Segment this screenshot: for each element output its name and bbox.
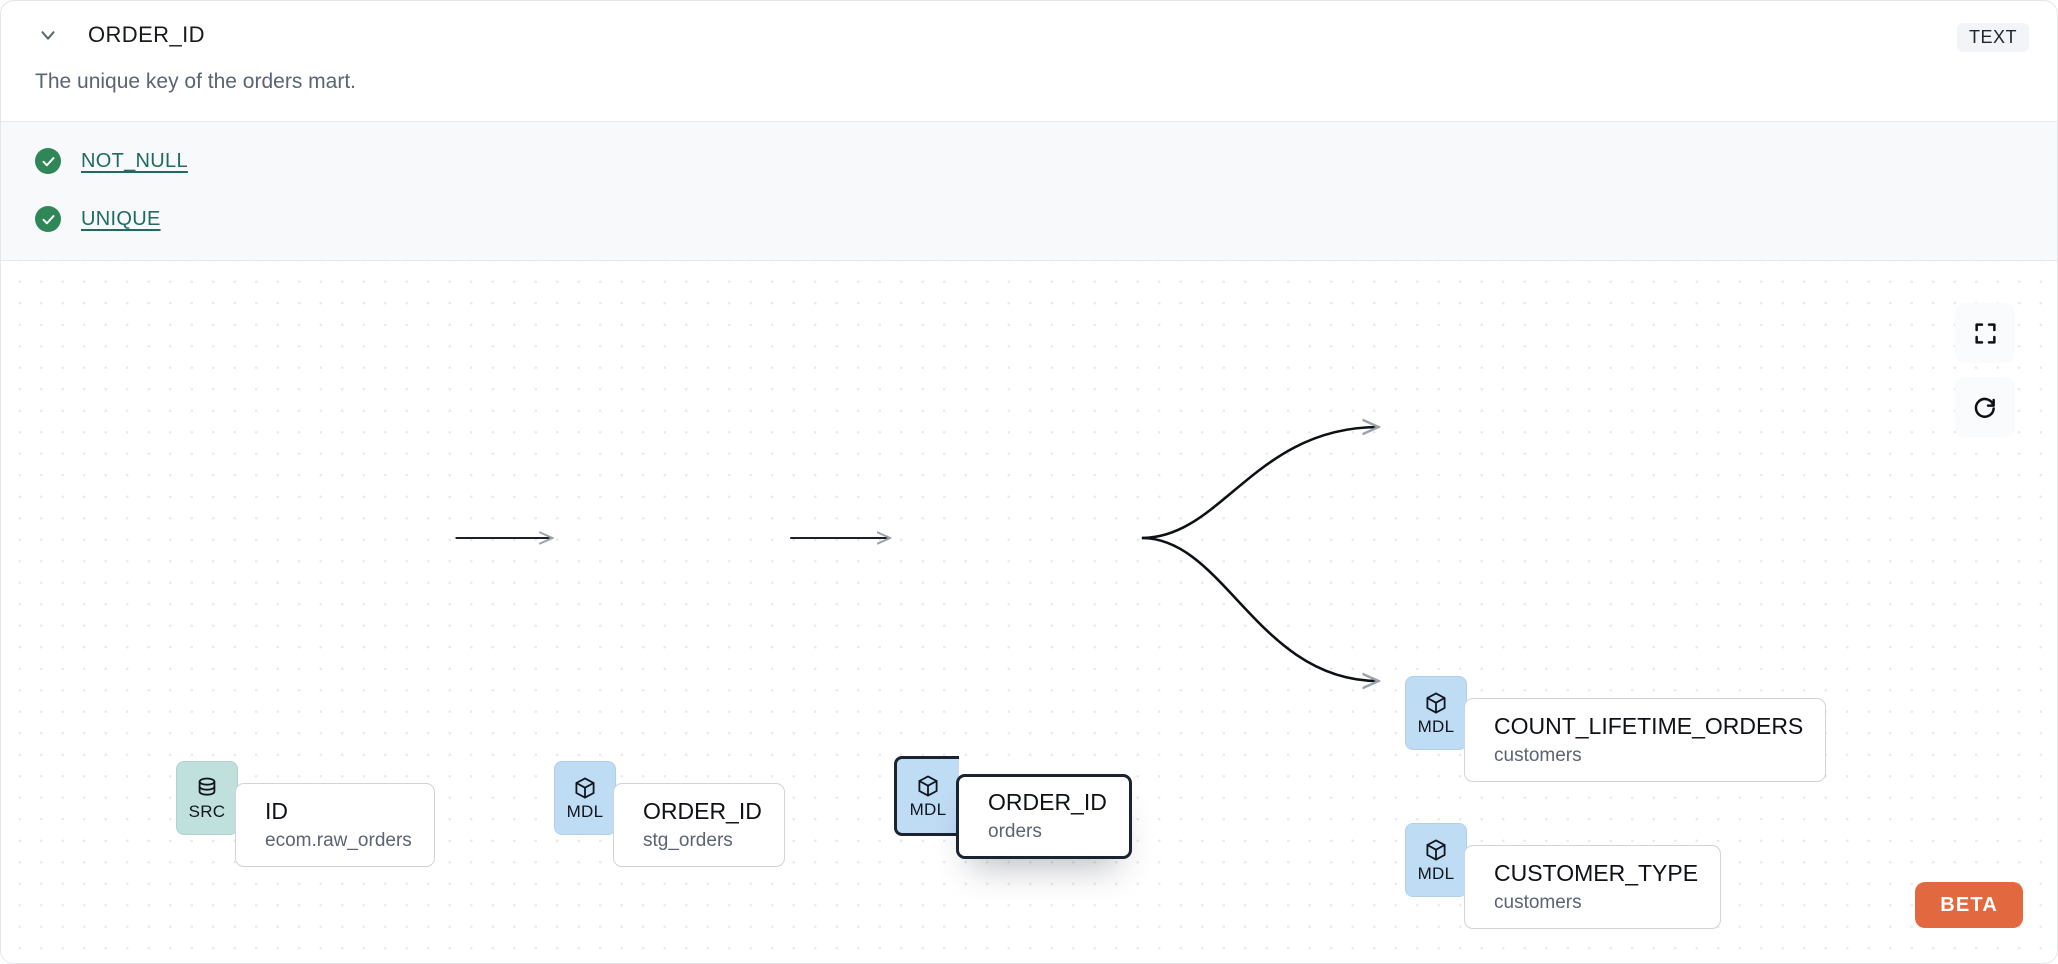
test-row[interactable]: UNIQUE [35,200,2023,238]
cube-icon [1424,838,1448,864]
data-type-badge: TEXT [1956,23,2029,52]
node-model-name: orders [988,820,1042,842]
tests-section: NOT_NULL UNIQUE [1,121,2057,262]
node-column-name: ORDER_ID [988,789,1107,816]
cube-icon [1424,691,1448,717]
cube-icon [916,774,940,800]
node-badge-label: SRC [188,802,226,822]
node-badge-mdl: MDL [1405,823,1467,898]
node-column-name: ID [265,798,288,825]
page-title: ORDER_ID [88,22,205,47]
column-header: ORDER_ID TEXT [1,1,2057,69]
test-link-unique[interactable]: UNIQUE [81,207,161,230]
beta-badge[interactable]: BETA [1915,882,2023,929]
node-card[interactable]: ID ecom.raw_orders [235,783,435,868]
database-icon [195,776,219,802]
node-model-name: customers [1494,891,1582,913]
node-card[interactable]: ORDER_ID orders [956,774,1132,859]
check-circle-icon [35,206,61,233]
node-badge-mdl: MDL [1405,676,1467,751]
lineage-canvas[interactable]: SRC ID ecom.raw_orders MDL ORDE [1,261,2057,961]
refresh-icon [1972,394,1998,420]
node-column-name: ORDER_ID [643,798,762,825]
node-badge-label: MDL [909,800,947,820]
node-badge-src: SRC [176,761,238,836]
node-card[interactable]: CUSTOMER_TYPE customers [1464,845,1722,930]
node-badge-mdl: MDL [894,756,959,837]
node-card[interactable]: ORDER_ID stg_orders [613,783,785,868]
node-column-name: COUNT_LIFETIME_ORDERS [1494,713,1804,740]
cube-icon [573,776,597,802]
node-badge-label: MDL [1417,864,1455,884]
node-model-name: ecom.raw_orders [265,829,412,851]
node-badge-label: MDL [1417,717,1455,737]
refresh-button[interactable] [1955,377,2015,438]
node-model-name: stg_orders [643,829,733,851]
node-model-name: customers [1494,744,1582,766]
node-card[interactable]: COUNT_LIFETIME_ORDERS customers [1464,698,1827,783]
edge-orders-to-customer-type [1141,536,1379,681]
test-link-not-null[interactable]: NOT_NULL [81,149,188,172]
canvas-controls [1955,303,2015,438]
fullscreen-button[interactable] [1955,303,2015,364]
node-badge-mdl: MDL [554,761,616,836]
check-circle-icon [35,148,61,175]
test-row[interactable]: NOT_NULL [35,142,2023,180]
fullscreen-icon [1973,321,1998,346]
node-column-name: CUSTOMER_TYPE [1494,860,1699,887]
column-description: The unique key of the orders mart. [35,70,356,93]
edge-orders-to-count-lifetime [1141,427,1379,540]
chevron-down-icon[interactable] [35,22,61,48]
node-badge-label: MDL [566,802,604,822]
